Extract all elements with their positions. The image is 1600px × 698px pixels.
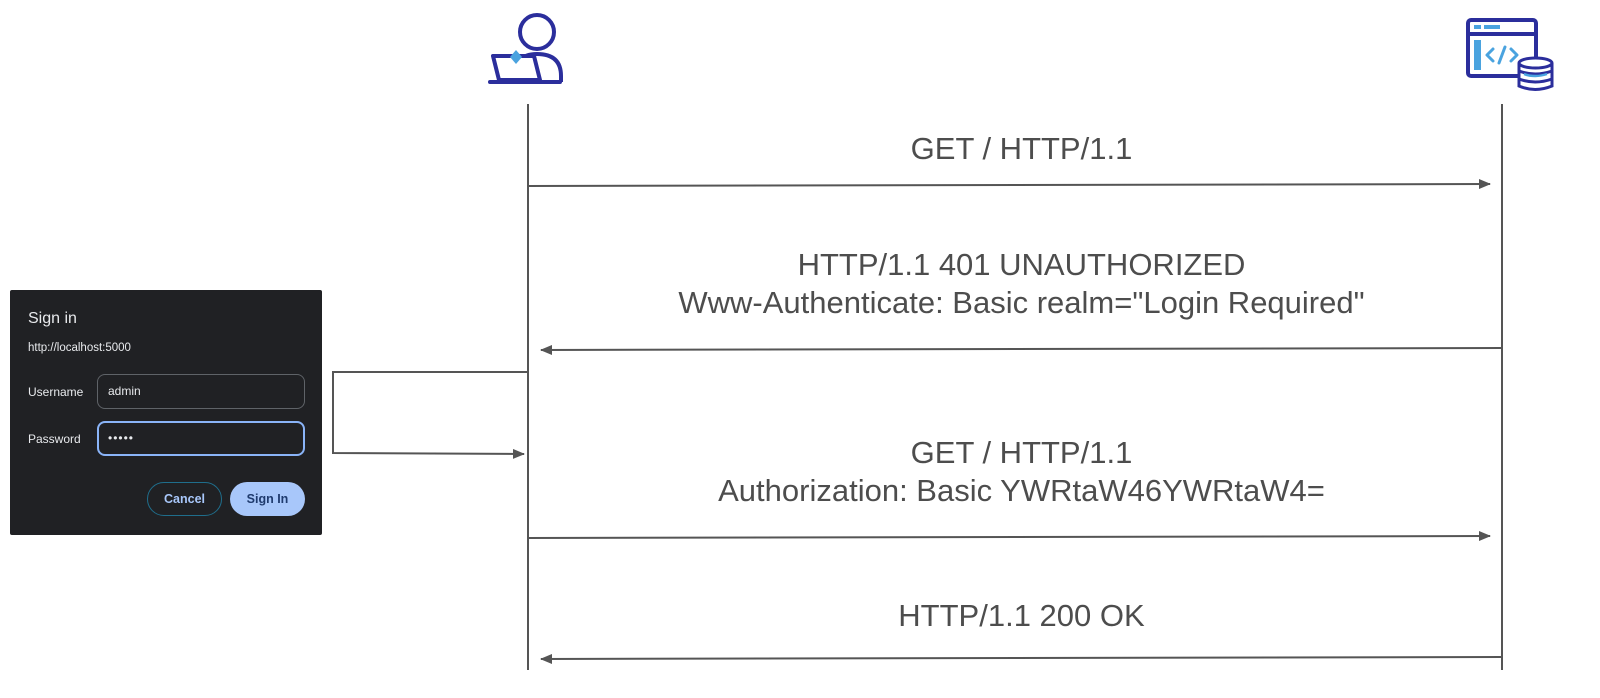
- password-input[interactable]: •••••: [97, 421, 305, 456]
- arrow-200-response: [540, 653, 1503, 664]
- username-input[interactable]: admin: [97, 374, 305, 409]
- message-label-2: HTTP/1.1 401 UNAUTHORIZED Www-Authentica…: [540, 246, 1503, 322]
- sign-in-button[interactable]: Sign In: [230, 482, 305, 516]
- cancel-button[interactable]: Cancel: [147, 482, 222, 516]
- arrow-get-request: [527, 179, 1491, 190]
- password-label: Password: [28, 432, 81, 446]
- message-line: Www-Authenticate: Basic realm="Login Req…: [678, 285, 1365, 320]
- message-line: GET / HTTP/1.1: [910, 131, 1133, 166]
- user-laptop-icon: [488, 13, 563, 84]
- message-line: HTTP/1.1 200 OK: [898, 598, 1145, 633]
- dialog-connector: [332, 371, 528, 459]
- dialog-url: http://localhost:5000: [28, 342, 131, 354]
- username-label: Username: [28, 385, 84, 399]
- message-line: GET / HTTP/1.1: [910, 435, 1133, 470]
- arrow-401-response: [540, 344, 1503, 355]
- dialog-title: Sign in: [28, 310, 77, 327]
- web-server-database-icon: [1466, 18, 1554, 91]
- sign-in-dialog: Sign in http://localhost:5000 Username a…: [10, 290, 322, 535]
- message-line: HTTP/1.1 401 UNAUTHORIZED: [797, 247, 1246, 282]
- message-label-4: HTTP/1.1 200 OK: [540, 597, 1503, 635]
- message-line: Authorization: Basic YWRtaW46YWRtaW4=: [718, 473, 1325, 508]
- message-label-3: GET / HTTP/1.1 Authorization: Basic YWRt…: [540, 434, 1503, 510]
- message-label-1: GET / HTTP/1.1: [540, 130, 1503, 168]
- arrow-auth-request: [527, 531, 1491, 542]
